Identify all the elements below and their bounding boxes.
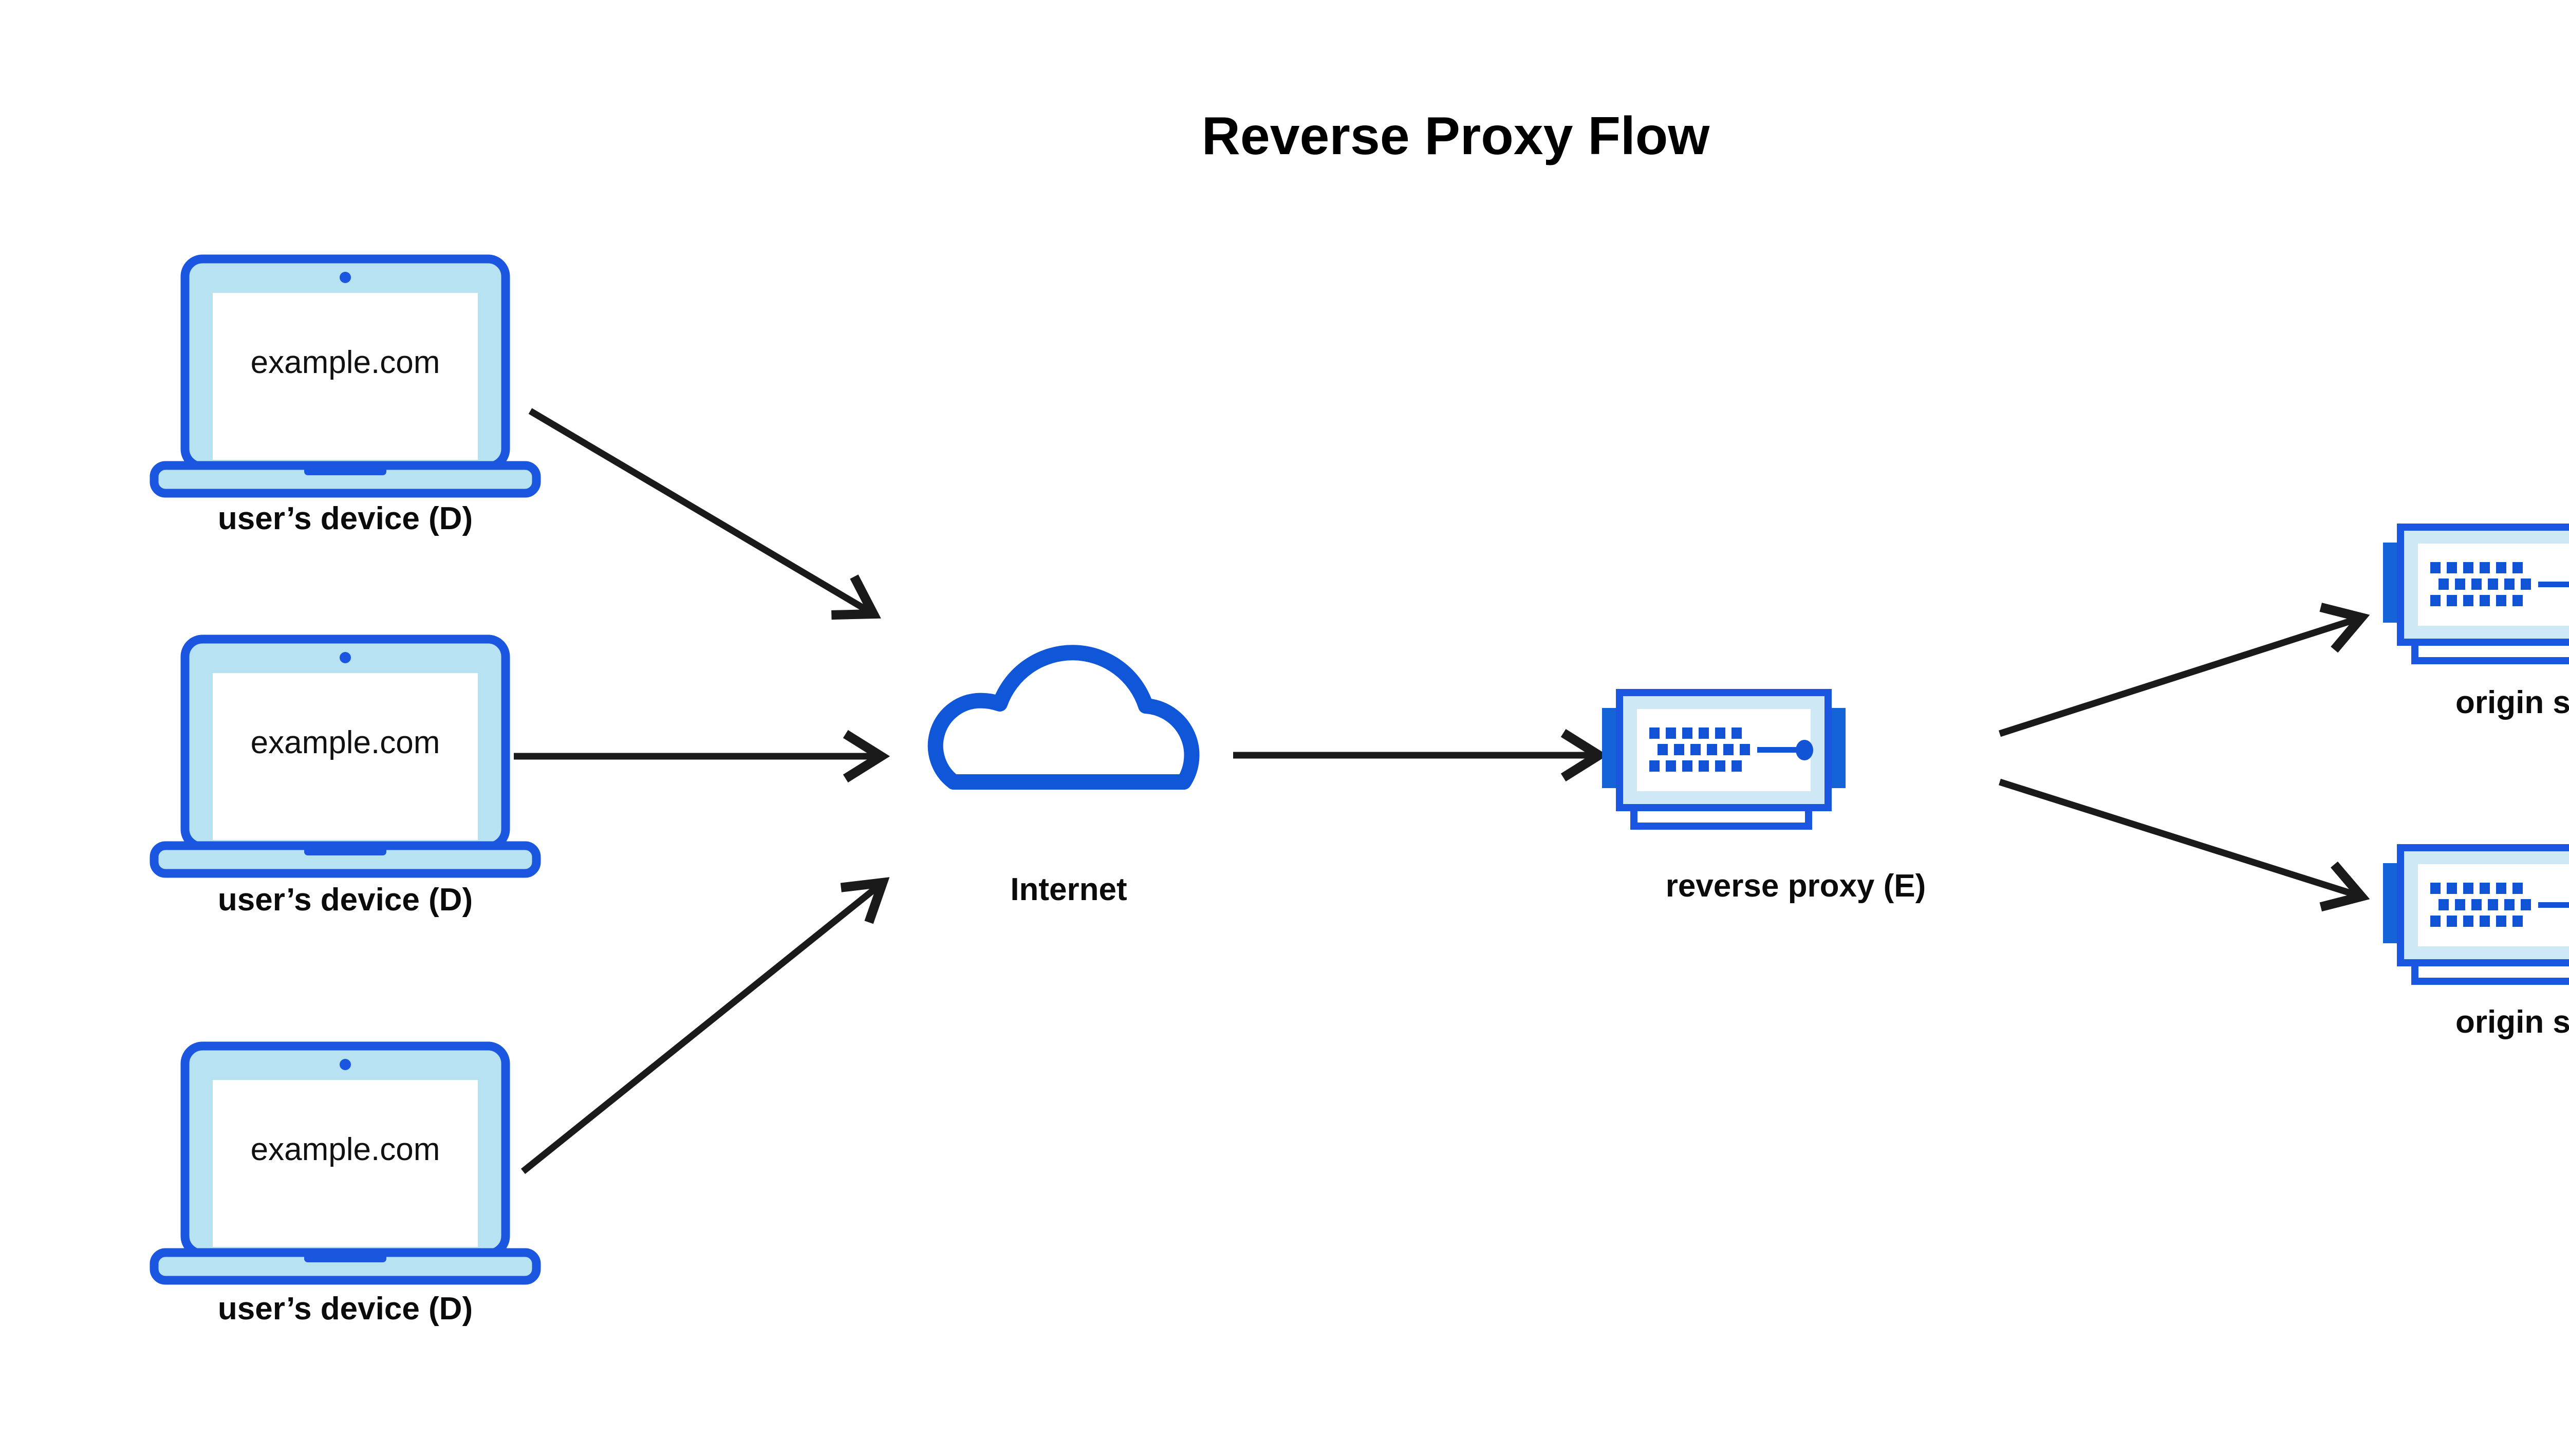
node-origin-server-bottom[interactable]: origin server (F) [2383, 848, 2569, 1040]
edge-proxy-to-origin-bottom [1999, 778, 2370, 912]
node-device-bottom[interactable]: example.com user’s device (D) [154, 1046, 536, 1327]
device-screen-text: example.com [251, 725, 440, 760]
device-screen-text: example.com [251, 345, 440, 380]
server-icon [2383, 527, 2569, 661]
cloud-icon [936, 652, 1192, 782]
device-top-label: user’s device (D) [218, 501, 473, 536]
device-bottom-label: user’s device (D) [218, 1291, 473, 1327]
server-icon [2383, 848, 2569, 981]
device-middle-label: user’s device (D) [218, 882, 473, 918]
reverse-proxy-label: reverse proxy (E) [1666, 868, 1926, 904]
node-device-top[interactable]: example.com user’s device (D) [154, 259, 536, 536]
edge-device-bottom-to-cloud [520, 877, 890, 1174]
connections-layer [514, 408, 2370, 1174]
page-title: Reverse Proxy Flow [1202, 106, 1710, 166]
node-device-middle[interactable]: example.com user’s device (D) [154, 639, 536, 918]
node-internet-cloud[interactable]: Internet [936, 652, 1192, 907]
internet-label: Internet [1010, 872, 1127, 907]
origin-server-bottom-label: origin server (F) [2455, 1004, 2569, 1040]
node-origin-server-top[interactable]: origin server (F) [2383, 527, 2569, 720]
node-reverse-proxy[interactable]: reverse proxy (E) [1602, 693, 1926, 904]
origin-server-top-label: origin server (F) [2455, 685, 2569, 720]
server-icon [1602, 693, 1846, 826]
edge-proxy-to-origin-top [1999, 603, 2370, 737]
device-screen-text: example.com [251, 1132, 440, 1167]
edge-device-top-to-cloud [528, 408, 881, 620]
